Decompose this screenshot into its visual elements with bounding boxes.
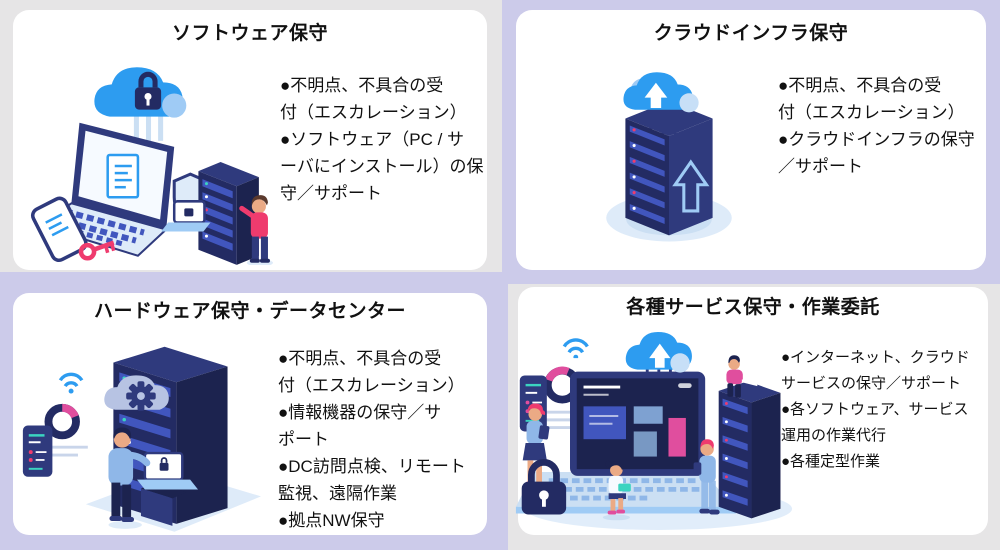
card-services-outsourcing: 各種サービス保守・作業委託 xyxy=(515,287,988,535)
services-outsourcing-illustration xyxy=(514,329,794,532)
bullet-list: ●不明点、不具合の受 付（エスカレーション） ●情報機器の保守／サ ポート ●D… xyxy=(278,345,466,534)
bullet-item: ●DC訪問点検、リモート 監視、遠隔作業 xyxy=(278,457,466,503)
bullet-list: ●不明点、不具合の受 付（エスカレーション） ●クラウドインフラの保守 ／サポー… xyxy=(778,72,975,180)
hardware-datacenter-illustration xyxy=(15,321,261,533)
server-rack-icon xyxy=(161,162,259,265)
growth-arrow-icon xyxy=(672,159,710,213)
bullet-item: ●不明点、不具合の受 付（エスカレーション） xyxy=(278,349,465,395)
wifi-icon xyxy=(58,372,84,394)
laptop-document-icon xyxy=(36,122,175,257)
bullet-item: ●各種定型作業 xyxy=(781,453,881,470)
card-software-maintenance: ソフトウェア保守 xyxy=(13,10,487,270)
bullet-item: ●不明点、不具合の受 付（エスカレーション） xyxy=(778,76,965,122)
bullet-list: ●不明点、不具合の受 付（エスカレーション） ●ソフトウェア（PC / サ ーバ… xyxy=(280,72,484,207)
card-title-services: 各種サービス保守・作業委託 xyxy=(626,297,880,318)
donut-chart-icon xyxy=(44,403,80,440)
bullet-item: ●ソフトウェア（PC / サ ーバにインストール）の保 守／サポート xyxy=(280,130,484,203)
smartphone-icon xyxy=(30,196,88,263)
padlock-icon xyxy=(521,459,567,515)
up-arrow-icon xyxy=(649,343,671,368)
bullet-item: ●拠点NW保守 xyxy=(278,511,385,530)
server-tower-icon xyxy=(625,101,713,236)
card-title-software: ソフトウェア保守 xyxy=(171,23,328,44)
analytics-card xyxy=(38,396,98,469)
lock-icon xyxy=(159,462,169,471)
gear-cloud-icon xyxy=(104,375,169,411)
software-maintenance-illustration xyxy=(21,58,273,265)
upload-cloud-icon xyxy=(625,332,692,373)
bullet-item: ●不明点、不具合の受 付（エスカレーション） xyxy=(280,76,467,122)
technician-figure xyxy=(239,195,273,265)
worker-on-server-figure xyxy=(726,355,758,398)
worker-sitting-figure xyxy=(602,460,631,521)
bullet-list: ●インターネット、クラウド サービスの保守／サポート ●各ソフトウェア、サービス… xyxy=(781,345,970,475)
gear-icon xyxy=(126,381,156,411)
bullet-item: ●情報機器の保守／サ ポート xyxy=(278,403,442,449)
bullet-item: ●各ソフトウェア、サービス 運用の作業代行 xyxy=(781,401,969,444)
wifi-icon xyxy=(562,338,589,360)
card-title-cloud-infra: クラウドインフラ保守 xyxy=(653,23,849,44)
status-card xyxy=(22,425,53,477)
engineer-figure xyxy=(108,427,151,529)
card-cloud-infra-maintenance: クラウドインフラ保守 xyxy=(516,10,986,270)
bullet-item: ●インターネット、クラウド サービスの保守／サポート xyxy=(781,349,970,392)
upload-cloud-icon xyxy=(623,72,699,113)
card-hardware-datacenter: ハードウェア保守・データセンター xyxy=(13,293,487,535)
server-tower-icon xyxy=(718,381,781,519)
cloud-lock-icon xyxy=(94,67,187,118)
bullet-item: ●クラウドインフラの保守 ／サポート xyxy=(778,130,975,176)
card-title-hardware: ハードウェア保守・データセンター xyxy=(93,301,406,322)
cloud-infra-illustration xyxy=(560,48,778,264)
key-icon xyxy=(78,240,116,261)
worker-standing-figure xyxy=(693,439,720,515)
monitoring-laptop xyxy=(137,451,199,526)
up-arrow-icon xyxy=(644,82,668,109)
